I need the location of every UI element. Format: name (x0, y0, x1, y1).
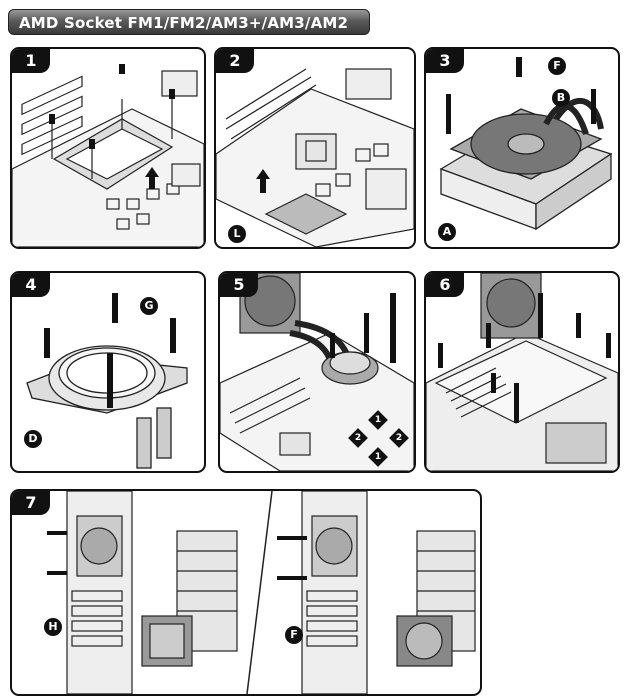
mount-pump-on-cpu-illustration (220, 273, 414, 471)
step-1-panel: 1 (10, 47, 206, 249)
remove-retention-bracket-illustration (12, 64, 204, 247)
step-number: 2 (216, 49, 254, 73)
part-label-F: F (548, 57, 566, 75)
step-number: 6 (426, 273, 464, 297)
step-2-panel: 2 L (214, 47, 416, 249)
part-label-A: A (438, 223, 456, 241)
part-label-G: G (140, 297, 158, 315)
install-motherboard-in-case-illustration (426, 273, 618, 471)
mount-radiator-to-case-illustration (47, 491, 476, 694)
part-label-L: L (228, 225, 246, 243)
step-5-panel: 5 1 2 2 1 (218, 271, 416, 473)
part-label-B: B (552, 89, 570, 107)
step-number: 4 (12, 273, 50, 297)
step-3-panel: 3 F B A (424, 47, 620, 249)
step-7-panel: 7 (10, 489, 482, 696)
install-backplate-illustration (216, 68, 414, 247)
screw-order-2-left: 2 (348, 428, 368, 448)
part-label-F: F (285, 626, 303, 644)
screw-order-2-right: 2 (389, 428, 409, 448)
screw-order-1-top: 1 (368, 410, 388, 430)
step-number: 7 (12, 491, 50, 515)
step-number: 5 (220, 273, 258, 297)
page-title: AMD Socket FM1/FM2/AM3+/AM3/AM2 (8, 9, 370, 35)
step-number: 3 (426, 49, 464, 73)
screw-order-1-bottom: 1 (368, 447, 388, 467)
step-6-panel: 6 (424, 271, 620, 473)
step-number: 1 (12, 49, 50, 73)
attach-pump-bracket-illustration (26, 293, 188, 469)
attach-fan-to-radiator-illustration (439, 57, 613, 231)
step-4-panel: 4 G D (10, 271, 206, 473)
part-label-H: H (44, 618, 62, 636)
part-label-D: D (24, 430, 42, 448)
